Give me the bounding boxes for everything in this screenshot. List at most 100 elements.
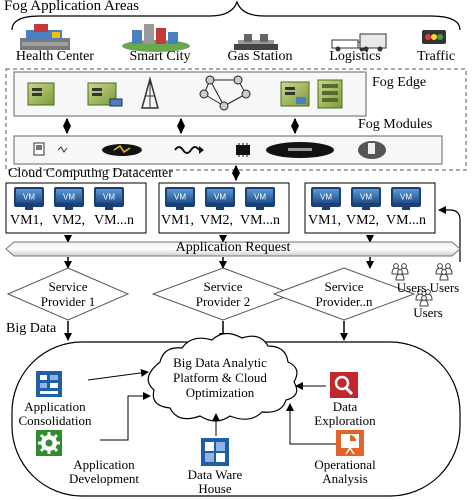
vm-icon-text: VM [103, 193, 115, 202]
application-request-label: Application Request [175, 240, 291, 255]
arrow-consolidation-cloud [87, 368, 149, 381]
area-label-gas-station: Gas Station [227, 49, 293, 64]
service-provider-1-line-1: Service [48, 279, 88, 294]
service-provider-3-diamond [272, 267, 416, 321]
city-icon [122, 24, 190, 52]
area-label-logistics: Logistics [329, 49, 381, 64]
vm-group-1-label-3: VM...n [94, 213, 135, 228]
service-provider-1-diamond [6, 267, 130, 321]
vm-icon-text: VM [23, 193, 35, 202]
data-warehouse-icon [201, 438, 229, 466]
user-head [437, 263, 443, 269]
vm-group-3-label-1: VM1, [308, 213, 342, 228]
vm-icon-text: VM [214, 193, 226, 202]
big-data-cloud-line-1: Big Data Analytic [173, 355, 267, 370]
vm-monitor-icon: VM [14, 187, 44, 210]
warehouse-label-line-1: Data Ware [187, 467, 243, 482]
users-icon [391, 263, 453, 307]
vm-group-2-label-1: VM1, [161, 213, 195, 228]
user-head [425, 289, 431, 295]
arrow-users-cloud [438, 206, 461, 262]
vm-icon-text: VM [174, 193, 186, 202]
vm-icon-text: VM [63, 193, 75, 202]
user-head [393, 263, 399, 269]
area-label-health-center: Health Center [15, 49, 95, 64]
traffic-light-icon [422, 30, 446, 44]
vm-icon-text: VM [320, 193, 332, 202]
service-provider-2-line-2: Provider 2 [195, 294, 251, 309]
vm-icon-text: VM [254, 193, 266, 202]
fog-module-gateway-icon [266, 142, 334, 158]
analysis-label-line-2: Analysis [322, 471, 368, 486]
big-data-title: Big Data [6, 321, 57, 336]
vm-monitor-icon: VM [205, 187, 235, 210]
vm-group-2-label-3: VM...n [240, 213, 281, 228]
service-provider-2-diamond [151, 267, 295, 321]
user-head [401, 263, 407, 269]
fog-module-drive-icon [358, 141, 386, 159]
big-data-cloud-line-2: Platform & Cloud [173, 370, 267, 385]
big-data-cloud-line-3: Optimization [185, 385, 255, 400]
exploration-label-line-1: Data [332, 399, 358, 414]
service-provider-2-line-1: Service [203, 279, 243, 294]
vm-monitor-icon: VM [391, 187, 421, 210]
fog-module-chip-icon [236, 143, 250, 157]
development-label-line-1: Application [73, 457, 135, 472]
vm-monitor-icon: VM [311, 187, 341, 210]
service-provider-3-line-2: Provider..n [315, 294, 373, 309]
presentation-icon [336, 430, 364, 456]
warehouse-label-line-2: House [198, 481, 232, 496]
consolidation-label-line-1: Application [24, 399, 86, 414]
fog-module-signal-icon [57, 146, 68, 153]
vm-group-3-label-3: VM...n [386, 213, 427, 228]
fog-module-wave-icon [174, 146, 204, 154]
truck-icon [331, 33, 387, 52]
vm-monitor-icon: VM [165, 187, 195, 210]
fog-edge-server-3 [280, 81, 310, 107]
users-label-line-2: Users [413, 305, 443, 320]
vm-icon-text: VM [360, 193, 372, 202]
gas-station-icon [234, 34, 278, 50]
user-head [441, 269, 447, 275]
service-provider-3-line-1: Service [324, 279, 364, 294]
fog-module-device-icon [33, 142, 45, 156]
area-label-traffic: Traffic [416, 49, 456, 64]
application-request-bar [5, 241, 461, 257]
vm-monitor-icon: VM [245, 187, 275, 210]
vm-group-1-label-1: VM1, [10, 213, 44, 228]
consolidation-label-line-2: Consolidation [18, 413, 92, 428]
fog-edge-server-4 [317, 79, 343, 109]
user-head [421, 295, 427, 301]
arrow-development-cloud [100, 392, 151, 441]
fog-edge-antenna-icon [141, 76, 159, 109]
vm-group-2-label-2: VM2, [200, 213, 234, 228]
vm-icon-text: VM [400, 193, 412, 202]
fog-edge-inner-box [13, 71, 367, 117]
cloud-datacenter-title: Cloud Computing Datacenter [8, 166, 173, 181]
vm-monitor-icon: VM [351, 187, 381, 210]
fog-application-areas-title: Fog Application Areas [4, 0, 139, 14]
gear-icon [36, 430, 62, 456]
users-label-line-1: Users Users [396, 280, 460, 295]
vm-group-3-label-2: VM2, [346, 213, 380, 228]
top-brace [11, 0, 461, 31]
development-label-line-2: Development [68, 471, 140, 486]
analysis-label-line-1: Operational [314, 457, 376, 472]
fog-edge-network-icon [199, 75, 251, 111]
user-head [397, 269, 403, 275]
vm-icons: VM VM VM VM VM VM VM VM VM [14, 187, 421, 210]
fog-module-sensor-icon [102, 144, 142, 156]
hospital-icon [20, 24, 70, 50]
consolidation-icon [36, 371, 62, 397]
vm-group-1-label-2: VM2, [52, 213, 86, 228]
fog-edge-server-2 [87, 82, 123, 107]
big-data-cloud [147, 332, 298, 422]
vm-monitor-icon: VM [94, 187, 124, 210]
area-label-smart-city: Smart City [129, 49, 191, 64]
magnifier-icon [330, 372, 358, 398]
fog-edge-server-1 [27, 82, 55, 106]
fog-modules-label: Fog Modules [358, 117, 433, 132]
exploration-label-line-2: Exploration [314, 413, 376, 428]
user-head [445, 263, 451, 269]
